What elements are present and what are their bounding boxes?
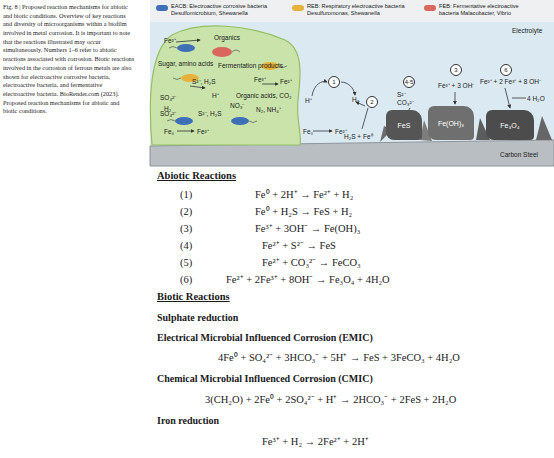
deposit-label: Fe₃O₄ bbox=[500, 122, 519, 129]
equation: Fe⁰ + H₂S → FeS + H₂ bbox=[255, 206, 352, 218]
species-label: Fe₀ bbox=[164, 128, 174, 135]
subheading: Electrical Microbial Influenced Corrosio… bbox=[157, 332, 373, 344]
deposit-label: FeS bbox=[398, 122, 411, 129]
species-label: N₂, NH₄⁺ bbox=[256, 106, 281, 113]
species-label: CO₃²⁻ bbox=[397, 99, 414, 106]
equation-number: (1) bbox=[180, 189, 192, 201]
subheading: Sulphate reduction bbox=[157, 312, 238, 324]
species-label: Fe²⁺ bbox=[164, 37, 176, 44]
subheading: Iron reduction bbox=[157, 415, 219, 427]
species-label: Fe²⁺ bbox=[280, 78, 292, 85]
section-heading: Biotic Reactions bbox=[157, 291, 230, 303]
legend-swatch bbox=[156, 5, 168, 11]
species-label: Fe₀ bbox=[303, 128, 313, 135]
corrosion-deposit: FeS bbox=[386, 110, 422, 140]
species-label: H₂ bbox=[352, 96, 359, 103]
equation: Fe²⁺ + 2Fe³⁺ + 8OH⁻ → Fe₃O₄ + 4H₂O bbox=[226, 274, 390, 286]
equation: Fe³⁺ + H₂ → 2Fe²⁺ + 2H⁺ bbox=[262, 436, 369, 448]
equation: Fe⁰ + 2H⁺ → Fe²⁺ + H₂ bbox=[255, 189, 353, 201]
legend-entry: FEB: Fermentative electroactive bacteria… bbox=[424, 3, 539, 17]
callout-number: 1 bbox=[328, 76, 340, 88]
section-heading: Abiotic Reactions bbox=[157, 170, 236, 182]
electrolyte bbox=[150, 22, 554, 150]
species-label: Fermentation products bbox=[218, 62, 283, 69]
region-label: Electrolyte bbox=[512, 27, 542, 34]
equation: Fe²⁺ + CO₃²⁻ → FeCO₃ bbox=[262, 257, 361, 269]
figure-caption: Fig. 8 | Proposed reaction mechanisms fo… bbox=[3, 3, 135, 116]
species-label: Organics bbox=[214, 34, 240, 41]
species-label: SO₄²⁻ bbox=[160, 94, 176, 101]
legend-text: REB: Respiratory electroactive bacteria … bbox=[307, 3, 407, 17]
legend-swatch bbox=[424, 5, 436, 11]
equation-number: (2) bbox=[180, 206, 192, 218]
corrosion-deposit: Fe(OH)₃ bbox=[428, 106, 474, 140]
species-label: S²⁻ bbox=[397, 91, 406, 98]
legend-text: FEB: Fermentative electroactive bacteria… bbox=[439, 3, 539, 17]
species-label: S²⁻, H₂S bbox=[198, 110, 222, 117]
bacteria bbox=[167, 44, 287, 125]
species-label: Fe²⁺ + 2 Fe³⁺ + 8 OH⁻ bbox=[480, 78, 541, 85]
species-label: SO₄²⁻ bbox=[160, 110, 176, 117]
equation: Fe²⁺ + S²⁻ → FeS bbox=[262, 240, 336, 252]
equation-number: (5) bbox=[180, 257, 192, 269]
biofilm bbox=[150, 26, 300, 145]
legend-entry: EACB: Electroactive corrosive bacteria D… bbox=[156, 3, 271, 17]
equation: Fe³⁺ + 3OH⁻ → Fe(OH)₃ bbox=[255, 223, 360, 235]
callout-number: 3 bbox=[450, 64, 462, 76]
species-label: H⁺ bbox=[305, 97, 312, 104]
equation-number: (6) bbox=[180, 274, 192, 286]
species-label: 4 H₂O bbox=[527, 95, 545, 102]
species-label: H⁺ bbox=[212, 92, 219, 99]
species-label: Fe³⁺ + 3 OH⁻ bbox=[438, 82, 474, 89]
species-label: Sugar, amino acids bbox=[158, 60, 213, 67]
equation-number: (3) bbox=[180, 223, 192, 235]
legend-bar bbox=[150, 0, 554, 22]
species-label: Organic acids, CO₂ bbox=[236, 92, 292, 99]
equation: 3(CH₂O) + 2Fe⁰ + 2SO₄²⁻ + H⁺ → 2HCO₃⁻ + … bbox=[205, 394, 456, 406]
legend-swatch bbox=[292, 5, 304, 11]
deposit-label: Fe(OH)₃ bbox=[438, 120, 464, 127]
equation-number: (4) bbox=[180, 240, 192, 252]
callout-number: 2 bbox=[366, 96, 378, 108]
callout-number: 4-5 bbox=[403, 76, 415, 88]
equation: 4Fe⁰ + SO₄²⁻ + 3HCO₃⁻ + 5H⁺ → FeS + 3FeC… bbox=[218, 352, 460, 364]
legend-entry: REB: Respiratory electroactive bacteria … bbox=[292, 3, 407, 17]
legend-text: EACB: Electroactive corrosive bacteria D… bbox=[171, 3, 271, 17]
species-label: H₂S + Fe⁰ bbox=[344, 133, 373, 140]
species-label: Fe²⁺ bbox=[197, 128, 209, 135]
region-label: Carbon Steel bbox=[500, 151, 538, 158]
species-label: Fe³⁺ bbox=[254, 76, 266, 83]
callout-number: 6 bbox=[500, 64, 512, 76]
species-label: NO₃⁻ bbox=[230, 102, 244, 109]
corrosion-deposit: Fe₃O₄ bbox=[486, 110, 534, 140]
species-label: S²⁻, H₂S bbox=[192, 78, 216, 85]
subheading: Chemical Microbial Influenced Corrosion … bbox=[157, 373, 373, 385]
